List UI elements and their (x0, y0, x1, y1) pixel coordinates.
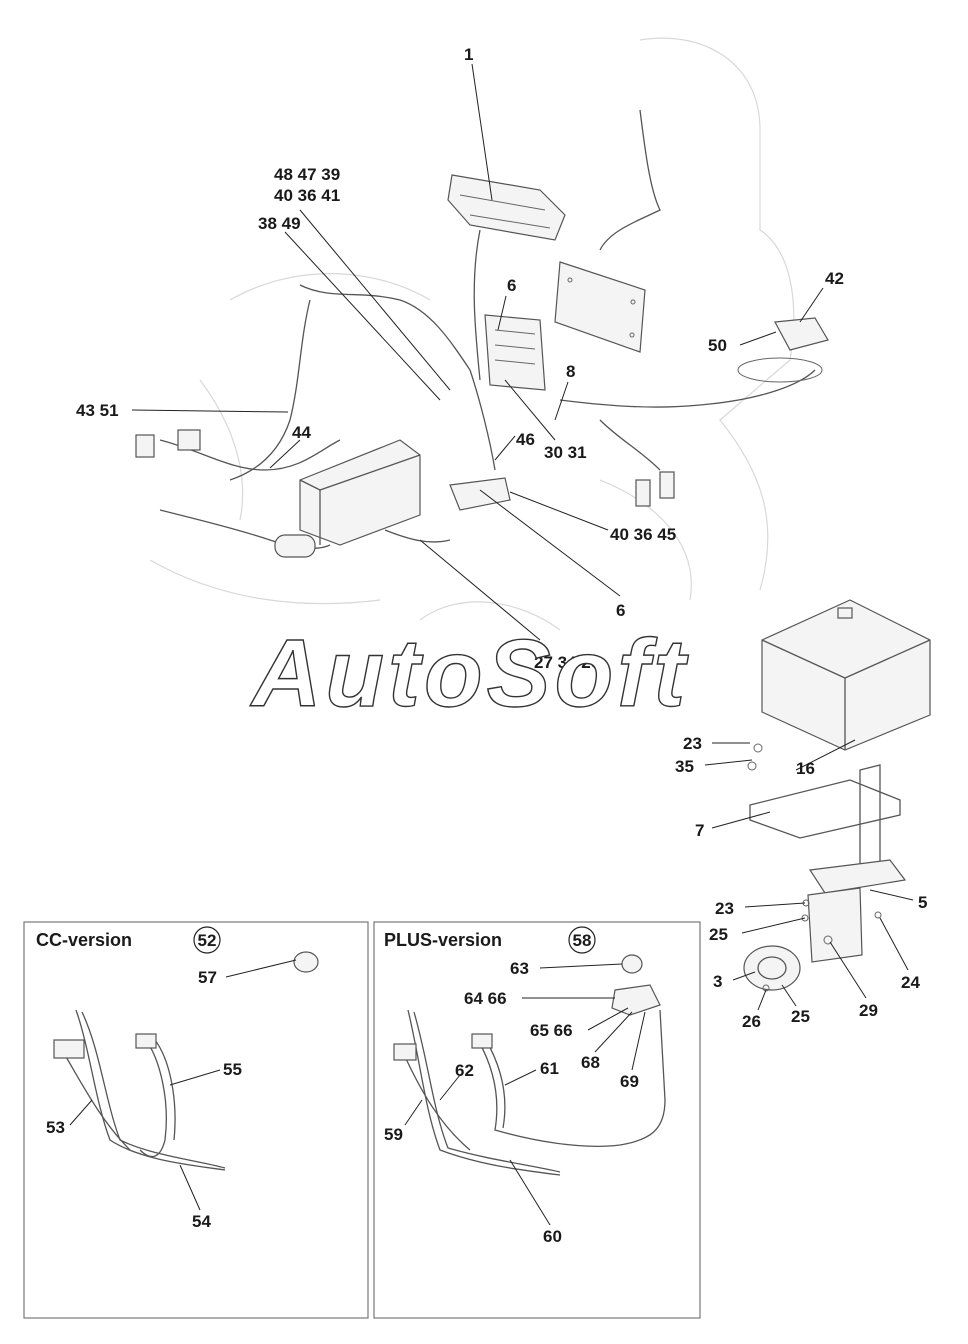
callout-68: 68 (581, 1053, 600, 1072)
callout-64-66: 64 66 (464, 989, 507, 1008)
callout-42: 42 (825, 269, 844, 288)
callout-30-31: 30 31 (544, 443, 587, 462)
callout-6-bottom: 6 (616, 601, 625, 620)
callout-3: 3 (713, 972, 722, 991)
background-frame-silhouette (149, 37, 795, 631)
callout-24: 24 (901, 973, 920, 992)
callout-27-34-26: 27 34 26 (534, 653, 600, 672)
callout-50: 50 (708, 336, 727, 355)
callout-62: 62 (455, 1061, 474, 1080)
callout-40-36-45: 40 36 45 (610, 525, 676, 544)
cc-panel-number: 52 (198, 931, 217, 950)
callout-48-47-39: 48 47 39 (274, 165, 340, 184)
callout-60: 60 (543, 1227, 562, 1246)
callout-16: 16 (796, 759, 815, 778)
leader-lines (69, 63, 914, 1226)
callout-57: 57 (198, 968, 217, 987)
callout-65-66: 65 66 (530, 1021, 573, 1040)
plus-version-panel: PLUS-version 58 (373, 921, 701, 1319)
callout-46: 46 (516, 430, 535, 449)
callout-59: 59 (384, 1125, 403, 1144)
callout-38-49: 38 49 (258, 214, 301, 233)
callout-29: 29 (859, 1001, 878, 1020)
callout-61: 61 (540, 1059, 559, 1078)
callout-54: 54 (192, 1212, 211, 1231)
callout-53: 53 (46, 1118, 65, 1137)
callout-63: 63 (510, 959, 529, 978)
callout-25-right: 25 (791, 1007, 810, 1026)
sensor-unit (737, 317, 829, 383)
battery-assembly (743, 599, 931, 992)
callout-23-top: 23 (683, 734, 702, 753)
callout-69: 69 (620, 1072, 639, 1091)
callout-26: 26 (742, 1012, 761, 1031)
callout-8: 8 (566, 362, 575, 381)
callout-25-left: 25 (709, 925, 728, 944)
plus-panel-number: 58 (573, 931, 592, 950)
callout-6-top: 6 (507, 276, 516, 295)
callout-35: 35 (675, 757, 694, 776)
fuse-box (484, 314, 546, 391)
cc-panel-title: CC-version (36, 930, 132, 950)
callout-5: 5 (918, 893, 927, 912)
watermark-autosoft: AutoSoft (250, 620, 689, 727)
callout-44: 44 (292, 423, 311, 442)
callout-43-51: 43 51 (76, 401, 119, 420)
main-wiring-harness (135, 109, 816, 558)
callout-7: 7 (695, 821, 704, 840)
callout-40-36-41: 40 36 41 (274, 186, 340, 205)
callout-1: 1 (464, 45, 473, 64)
callout-23-bottom: 23 (715, 899, 734, 918)
mounting-plate (554, 261, 646, 353)
instrument-cluster (447, 174, 566, 241)
cc-version-panel: CC-version 52 (23, 921, 369, 1319)
callout-55: 55 (223, 1060, 242, 1079)
harness-battery (299, 439, 511, 546)
callout-labels: 1 48 47 39 40 36 41 38 49 6 42 50 8 43 5… (46, 45, 927, 1246)
plus-panel-title: PLUS-version (384, 930, 502, 950)
